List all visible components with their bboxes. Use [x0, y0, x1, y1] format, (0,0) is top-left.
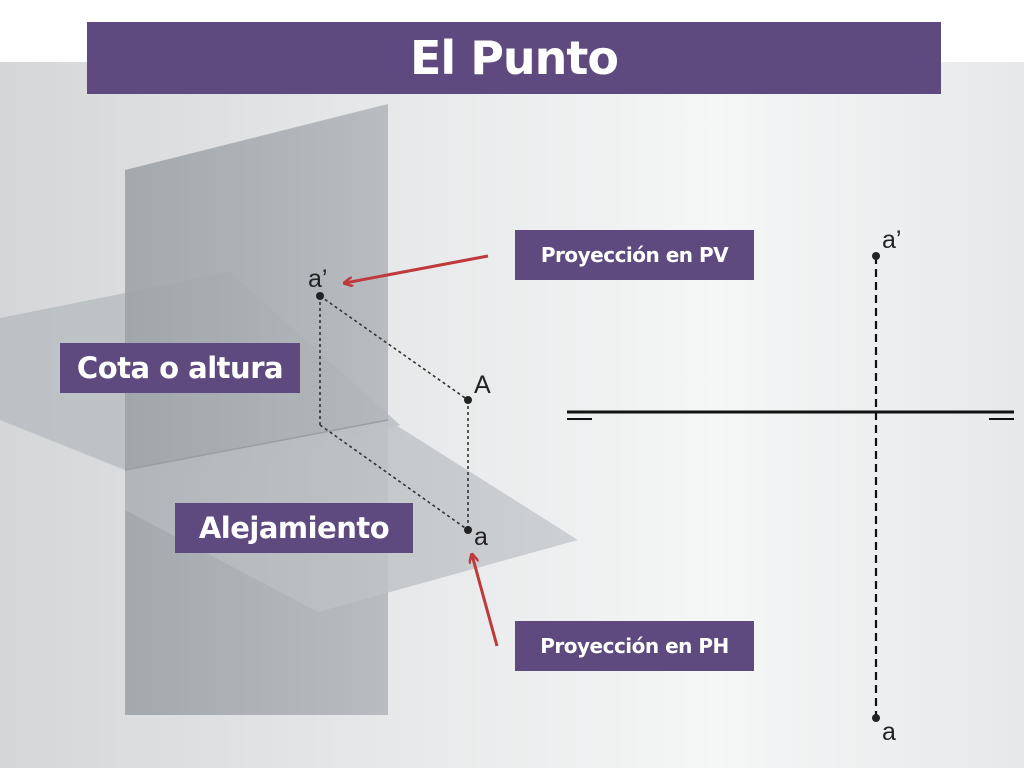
point-a-2d — [872, 714, 880, 722]
arrow-to-ph — [472, 555, 499, 647]
construction-lines — [319, 295, 469, 531]
dihedral-view: a’ a — [567, 226, 1014, 746]
label-projection-ph: Proyección en PH — [515, 621, 754, 671]
label-projection-pv: Proyección en PV — [515, 230, 754, 280]
label-alejamiento: Alejamiento — [175, 503, 413, 553]
label-a-prime-2d: a’ — [882, 226, 901, 254]
ground-line-3d — [124, 419, 389, 471]
label-a-prime-3d: a’ — [308, 265, 327, 293]
label-A-3d: A — [474, 371, 491, 399]
title-bar: El Punto — [87, 22, 941, 94]
arrow-to-pv — [345, 254, 489, 283]
vertical-plane — [125, 104, 388, 715]
label-a-3d: a — [474, 523, 488, 551]
point-A-3d — [464, 396, 472, 404]
point-a-prime-2d — [872, 252, 880, 260]
page-title: El Punto — [409, 31, 619, 85]
point-a-3d — [464, 526, 472, 534]
label-a-2d: a — [882, 718, 896, 746]
label-cota: Cota o altura — [60, 343, 300, 393]
point-a-prime-3d — [316, 292, 324, 300]
